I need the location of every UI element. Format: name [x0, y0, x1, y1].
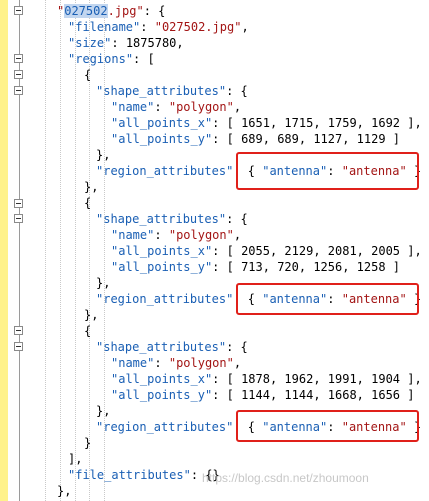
code-line-file-attributes: "file_attributes": {} — [68, 468, 220, 482]
region-attributes-highlight-box — [236, 283, 419, 315]
indent-guide — [60, 0, 61, 501]
code-line-regions: "regions": [ — [68, 52, 155, 66]
indent-guide — [104, 0, 105, 501]
code-line-all-points-y: "all_points_y": [ 713, 720, 1256, 1258 ] — [111, 260, 401, 274]
fold-toggle-icon[interactable] — [14, 70, 23, 79]
region-attributes-highlight-box — [236, 410, 419, 442]
code-line-shape-attributes: "shape_attributes": { — [96, 84, 248, 98]
code-line-close: } — [84, 436, 92, 450]
code-line-close: }, — [57, 484, 72, 498]
fold-toggle-icon[interactable] — [14, 199, 23, 208]
code-line-name: "name": "polygon", — [111, 228, 242, 242]
fold-toggle-icon[interactable] — [14, 6, 23, 15]
code-line-brace: { — [84, 68, 92, 82]
code-line-close: }, — [84, 180, 99, 194]
code-line-all-points-x: "all_points_x": [ 2055, 2129, 2081, 2005… — [111, 244, 422, 258]
code-line-all-points-y: "all_points_y": [ 1144, 1144, 1668, 1656… — [111, 388, 415, 402]
indent-guide — [45, 0, 46, 501]
indent-guide — [89, 0, 90, 501]
modified-lines-gutter — [0, 0, 8, 501]
code-line-shape-attributes: "shape_attributes": { — [96, 212, 248, 226]
code-line-all-points-y: "all_points_y": [ 689, 689, 1127, 1129 ] — [111, 132, 401, 146]
code-line-close: }, — [96, 276, 111, 290]
code-line-brace: { — [84, 196, 92, 210]
fold-toggle-icon[interactable] — [14, 54, 23, 63]
code-line-close: }, — [96, 148, 111, 162]
code-line-all-points-x: "all_points_x": [ 1878, 1962, 1991, 1904… — [111, 372, 422, 386]
code-line-region-attributes: "region_attributes": { "antenna": "anten… — [96, 164, 422, 178]
code-line-brace: { — [84, 324, 92, 338]
code-line-shape-attributes: "shape_attributes": { — [96, 340, 248, 354]
code-line-size: "size": 1875780, — [68, 36, 184, 50]
fold-toggle-icon[interactable] — [14, 86, 23, 95]
code-line-name: "name": "polygon", — [111, 356, 242, 370]
code-line-close: }, — [84, 308, 99, 322]
fold-toggle-icon[interactable] — [14, 342, 23, 351]
fold-toggle-icon[interactable] — [14, 214, 23, 223]
watermark-text: https://blog.csdn.net/zhoumoon — [202, 471, 369, 485]
code-line-close: }, — [96, 404, 111, 418]
fold-gutter-line — [19, 0, 20, 501]
fold-toggle-icon[interactable] — [14, 326, 23, 335]
code-line-name: "name": "polygon", — [111, 100, 242, 114]
fold-gutter — [8, 0, 32, 501]
indent-guide — [75, 0, 76, 501]
code-line-region-attributes: "region_attributes": { "antenna": "anten… — [96, 292, 422, 306]
region-attributes-highlight-box — [236, 152, 419, 190]
code-line-close: ], — [68, 452, 83, 466]
code-line-file-key: "027502.jpg": { — [57, 4, 166, 18]
code-line-all-points-x: "all_points_x": [ 1651, 1715, 1759, 1692… — [111, 116, 422, 130]
selected-text: 027502 — [64, 4, 108, 18]
code-line-filename: "filename": "027502.jpg", — [68, 20, 249, 34]
